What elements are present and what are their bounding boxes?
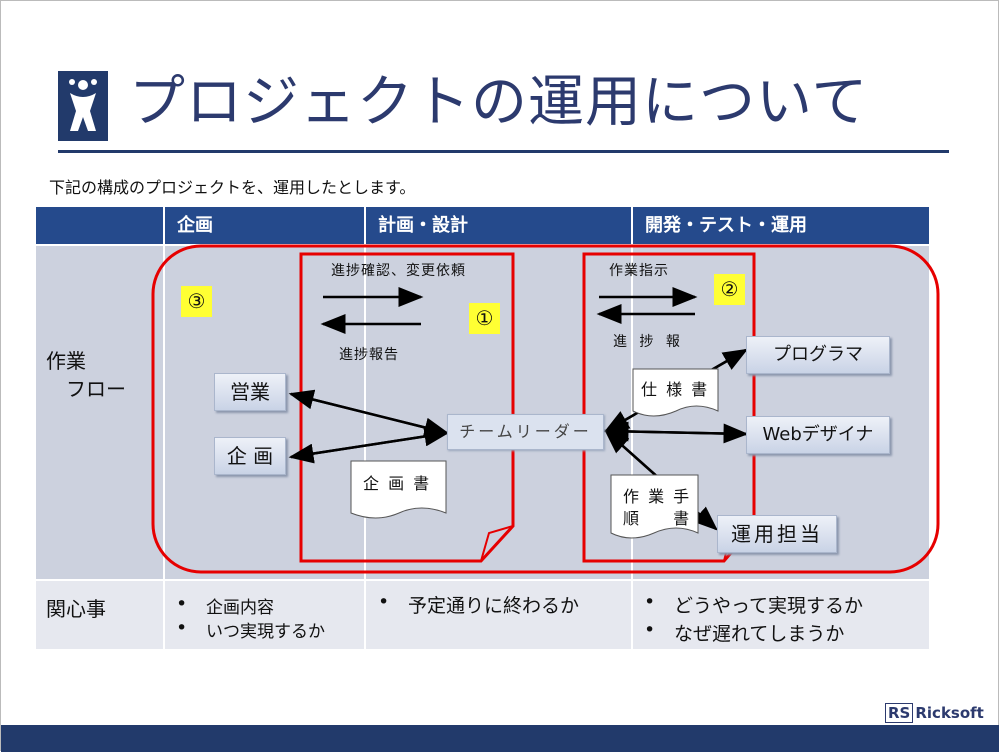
box-team-leader: チームリーダー [447,414,604,450]
box-operations: 運用担当 [717,515,837,553]
header-cell-dev: 開発・テスト・運用 [633,207,929,244]
label-progress-report: 進捗報告 [339,347,399,363]
concern-bullet: • [176,617,188,639]
box-programmer: プログラマ [746,336,890,374]
page-title: プロジェクトの運用について [129,70,869,135]
spec-document-shape [632,368,719,417]
box-web-designer: Webデザイナ [746,416,890,454]
design-scope-frame [299,252,515,563]
concern-bullet: • [644,619,656,641]
doc-plan-text: 企 画 書 [363,474,432,493]
concern-dev-1: どうやって実現するか [674,595,864,617]
badge-2: ② [714,274,745,305]
concern-planning-2: いつ実現するか [206,622,325,642]
concern-bullet: • [378,591,390,613]
label-dev-progress: 進 捗 報 [613,334,684,350]
brand-name: Ricksoft [915,704,984,722]
doc-spec-text: 仕 様 書 [641,380,710,399]
sales-to-leader-arrow [288,389,448,435]
header-cell-empty [36,207,163,244]
concern-label: 関心事 [46,597,106,621]
plan-to-leader-arrow [288,431,448,464]
concern-label-cell [36,581,163,649]
overall-scope-frame [151,244,940,574]
concern-dev-2: なぜ遅れてしまうか [674,623,845,645]
box-plan: 企 画 [214,437,286,475]
footer-bar [1,725,999,752]
concern-dev-cell [633,581,929,649]
brand-mark: RS [885,703,914,723]
procedure-document-shape [610,474,699,539]
from-web-arrow [603,421,747,442]
header-cell-design: 計画・設計 [366,207,631,244]
flow-label-cell [36,246,163,579]
concern-bullet: • [176,593,188,615]
logo-figure-icon [69,79,97,131]
intro-text: 下記の構成のプロジェクトを、運用したとします。 [49,178,416,197]
concern-design-cell [366,581,631,649]
plan-document-shape [350,460,447,519]
label-work-instruction: 作業指示 [609,263,669,279]
flow-label-line1: 作業 [46,349,86,373]
header-cell-planning: 企画 [165,207,364,244]
concern-planning-1: 企画内容 [206,598,274,618]
label-progress-request: 進捗確認、変更依頼 [331,263,466,279]
box-sales: 営業 [214,373,286,411]
ricksoft-logo-icon [58,71,108,141]
doc-procedure-line1: 作 業 手 [623,487,692,506]
concern-bullet: • [644,591,656,613]
design-frame-fold [480,525,514,562]
concern-design-1: 予定通りに終わるか [408,595,580,617]
flow-label-line2: フロー [46,377,126,401]
concern-planning-cell [165,581,364,649]
title-divider [58,150,949,153]
badge-3: ③ [181,286,212,317]
doc-procedure-line2: 順 書 [623,509,692,528]
badge-1: ① [469,303,500,334]
